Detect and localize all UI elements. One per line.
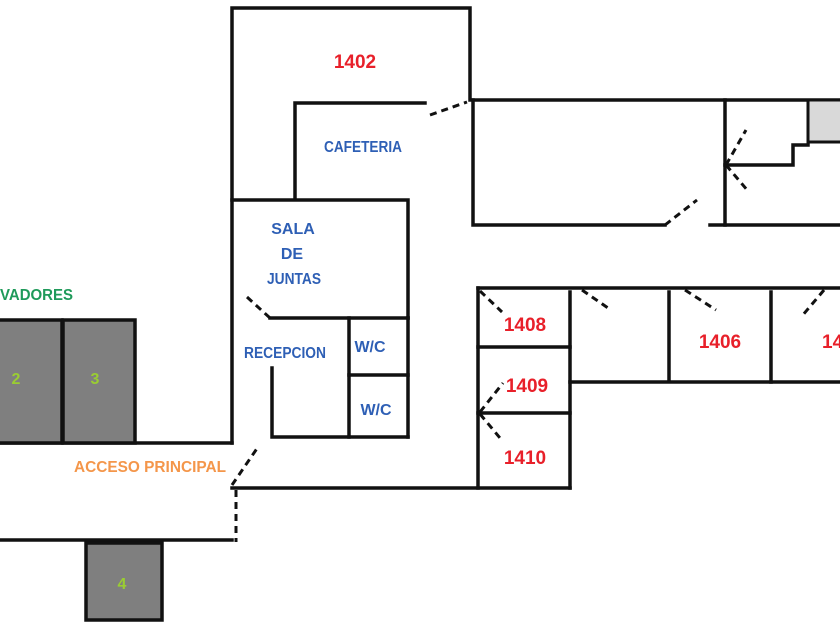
room-1410: 1410 — [504, 448, 546, 469]
door — [724, 164, 750, 192]
elevator-4 — [84, 541, 164, 622]
label-elevadores: VADORES — [0, 287, 73, 304]
door-1406 — [684, 288, 717, 312]
label-wc: W/C — [354, 339, 386, 356]
room-1408: 1408 — [504, 315, 546, 336]
shaft — [806, 98, 840, 144]
label-juntas: JUNTAS — [267, 271, 321, 288]
elevator-3 — [61, 318, 137, 445]
door-1409 — [478, 382, 505, 413]
label-wc: W/C — [360, 402, 392, 419]
room-14xx: 14 — [822, 332, 840, 353]
label-cafeteria: CAFETERIA — [324, 139, 402, 156]
door — [724, 129, 748, 166]
room-1406: 1406 — [699, 332, 741, 353]
door — [800, 289, 826, 317]
label-acceso-principal: ACCESO PRINCIPAL — [74, 459, 226, 476]
label-sala: SALA — [271, 221, 315, 238]
room-1402: 1402 — [334, 52, 376, 73]
door-1408 — [478, 289, 504, 314]
door-recepcion — [245, 295, 272, 320]
doors — [230, 100, 826, 542]
elevator-number: 2 — [12, 371, 21, 388]
room-1409: 1409 — [506, 376, 548, 397]
elevator-number: 4 — [118, 576, 127, 593]
elevator-2 — [0, 318, 64, 445]
label-recepcion: RECEPCION — [244, 345, 326, 362]
label-de: DE — [281, 246, 304, 263]
door — [581, 288, 609, 310]
door-1410 — [478, 413, 502, 439]
door-cafeteria — [429, 100, 468, 117]
elevator-number: 3 — [91, 371, 100, 388]
door — [664, 198, 698, 227]
door-acceso-principal — [230, 446, 260, 486]
